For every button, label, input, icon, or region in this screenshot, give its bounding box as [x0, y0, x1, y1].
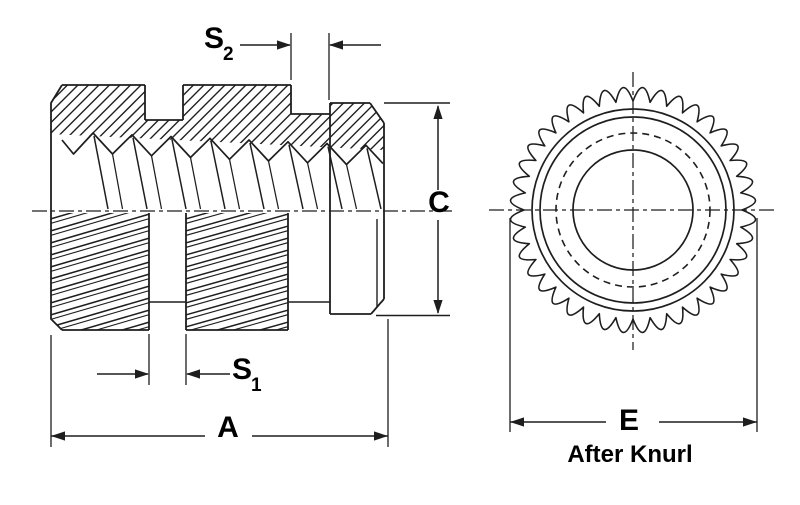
dim-label-s2: S2 [204, 22, 234, 65]
side-section-view [32, 84, 456, 331]
end-view [489, 72, 778, 350]
after-knurl-caption: After Knurl [567, 441, 693, 468]
dim-label-s1: S1 [232, 353, 262, 396]
dim-label-a: A [217, 411, 239, 444]
dim-label-c: C [428, 186, 450, 219]
dim-label-e: E [618, 404, 639, 437]
dimension-linework [50, 33, 758, 447]
